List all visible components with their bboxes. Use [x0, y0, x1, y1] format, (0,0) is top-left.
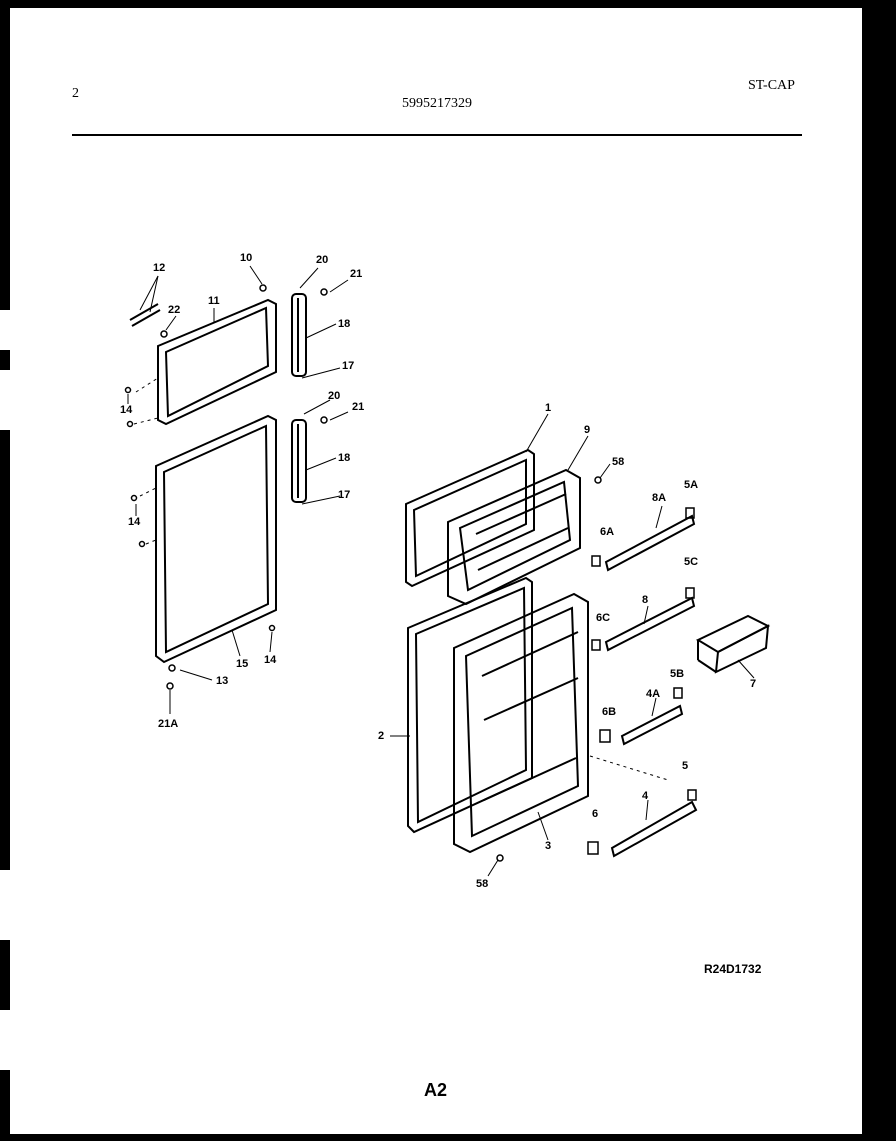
- label-1: 1: [545, 402, 552, 414]
- label-9: 9: [584, 424, 591, 436]
- freezer-inner-door-part: [447, 468, 581, 606]
- diagram-page: 2 5995217329 ST-CAP: [10, 8, 862, 1134]
- label-7: 7: [750, 678, 757, 690]
- fresh-food-inner-door-part: [453, 592, 589, 854]
- label-18-upper: 18: [338, 318, 351, 330]
- drawing-reference: R24D1732: [704, 962, 762, 976]
- shelf-bar-parts: [604, 514, 698, 858]
- label-58-lower: 58: [476, 878, 489, 890]
- label-22: 22: [168, 304, 181, 316]
- handle-trim-part: [129, 303, 161, 327]
- label-2: 2: [378, 730, 385, 742]
- label-14-lower: 14: [264, 654, 277, 666]
- label-6A: 6A: [600, 526, 615, 538]
- label-13: 13: [216, 675, 229, 687]
- label-3: 3: [545, 840, 552, 852]
- freezer-door-gasket-part: [405, 448, 535, 588]
- label-6C: 6C: [596, 612, 611, 624]
- fresh-food-gasket-part: [155, 414, 277, 664]
- label-8: 8: [642, 594, 649, 606]
- label-6: 6: [592, 808, 599, 820]
- upper-handle-part: [291, 293, 307, 377]
- lower-handle-part: [291, 419, 307, 503]
- label-4: 4: [642, 790, 649, 802]
- label-20-upper: 20: [316, 254, 329, 266]
- label-14-middle: 14: [128, 516, 141, 528]
- label-6B: 6B: [602, 706, 617, 718]
- label-17-upper: 17: [342, 360, 355, 372]
- alignment-dashes: [133, 377, 669, 781]
- label-5B: 5B: [670, 668, 685, 680]
- model-code: ST-CAP: [748, 78, 795, 93]
- dairy-compartment-part: [695, 614, 771, 674]
- label-21-lower: 21: [352, 401, 365, 413]
- shelf-clip-parts: [587, 507, 697, 855]
- label-12: 12: [153, 262, 166, 274]
- part-number: 5995217329: [402, 96, 472, 111]
- screw-parts: [124, 284, 602, 862]
- label-14-upper: 14: [120, 404, 133, 416]
- label-11: 11: [208, 295, 220, 307]
- label-21-upper: 21: [350, 268, 363, 280]
- scan-edge-marks: [0, 310, 10, 1070]
- label-5C: 5C: [684, 556, 699, 568]
- label-5A: 5A: [684, 479, 699, 491]
- leader-lines: [127, 265, 755, 877]
- label-8A: 8A: [652, 492, 667, 504]
- label-18-lower: 18: [338, 452, 351, 464]
- label-21A: 21A: [158, 718, 179, 730]
- header-rule: [72, 134, 802, 136]
- footer-code: A2: [424, 1080, 448, 1100]
- label-58-upper: 58: [612, 456, 625, 468]
- page-number: 2: [72, 86, 79, 101]
- freezer-gasket-part: [157, 298, 277, 426]
- label-10: 10: [240, 252, 253, 264]
- label-20-lower: 20: [328, 390, 341, 402]
- label-17-lower: 17: [338, 489, 351, 501]
- label-5: 5: [682, 760, 689, 772]
- label-4A: 4A: [646, 688, 661, 700]
- label-15: 15: [236, 658, 249, 670]
